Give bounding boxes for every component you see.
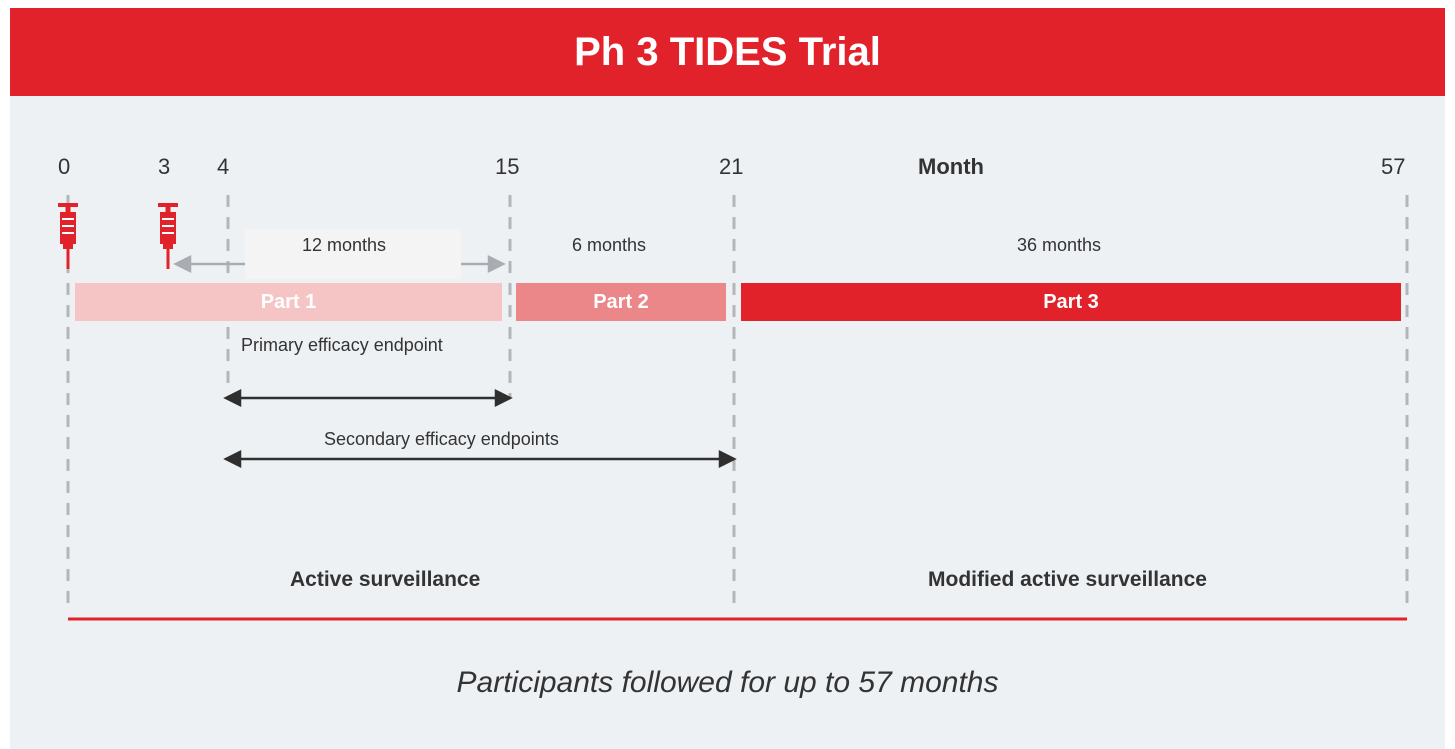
part3-bar: Part 3 (741, 283, 1401, 321)
twelve-month-arrow (173, 254, 506, 274)
duration-part3: 36 months (1017, 235, 1102, 255)
tick-label-4: 4 (217, 154, 230, 179)
secondary-endpoint-label: Secondary efficacy endpoints (324, 429, 559, 449)
diagram-panel: Ph 3 TIDES Trial (10, 8, 1445, 749)
active-surveillance-label: Active surveillance (290, 568, 481, 591)
syringe-icon (58, 203, 78, 269)
primary-endpoint-label: Primary efficacy endpoint (241, 335, 443, 355)
tick-label-15: 15 (495, 154, 520, 179)
part3-label: Part 3 (1043, 290, 1099, 313)
duration-part1: 12 months (302, 235, 387, 255)
tick-label-57: 57 (1381, 154, 1406, 179)
tick-label-21: 21 (719, 154, 744, 179)
duration-label-box (245, 229, 461, 279)
part2-label: Part 2 (593, 290, 649, 313)
axis-label-month: Month (918, 154, 984, 179)
part1-bar: Part 1 (75, 283, 502, 321)
tick-label-0: 0 (58, 154, 71, 179)
syringe-icon (158, 203, 178, 269)
primary-endpoint-arrow (223, 388, 513, 408)
diagram-title: Ph 3 TIDES Trial (574, 29, 881, 74)
duration-part2: 6 months (572, 235, 647, 255)
part2-bar: Part 2 (516, 283, 726, 321)
modified-surveillance-label: Modified active surveillance (928, 568, 1207, 591)
tick-label-3: 3 (158, 154, 171, 179)
title-banner: Ph 3 TIDES Trial (10, 8, 1445, 96)
followup-footnote: Participants followed for up to 57 month… (456, 666, 999, 699)
secondary-endpoint-arrow (223, 449, 737, 469)
part1-label: Part 1 (260, 290, 317, 313)
